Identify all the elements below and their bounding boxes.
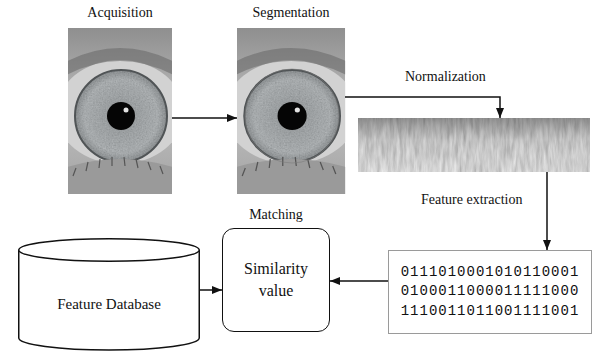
segmentation-boundaries bbox=[245, 69, 339, 163]
flow-arrow bbox=[546, 172, 548, 250]
flow-arrow bbox=[330, 280, 388, 282]
stage-label: Matching bbox=[249, 206, 303, 224]
stage-label: Normalization bbox=[405, 68, 486, 86]
feature-code-box: Feature extraction0111010001010110001 01… bbox=[388, 250, 592, 334]
stage-label: Acquisition bbox=[87, 4, 152, 22]
stage-label: Segmentation bbox=[253, 4, 330, 22]
flow-arrow bbox=[200, 289, 222, 291]
segmented-eye-photo bbox=[225, 28, 358, 194]
normalized-iris-strip bbox=[358, 118, 590, 172]
normalized-strip-frame: Normalization bbox=[358, 118, 590, 172]
eye-photo bbox=[56, 28, 184, 194]
binary-code: 0111010001010110001 0100011000011111000 … bbox=[395, 263, 585, 322]
database-cylinder: Feature Database bbox=[18, 238, 200, 350]
box-text: Feature Database bbox=[29, 295, 189, 315]
cylinder-outline bbox=[18, 238, 200, 350]
box-text: Similarity value bbox=[231, 258, 321, 301]
stage-label: Feature extraction bbox=[421, 191, 522, 209]
eye-photo-frame: Segmentation bbox=[237, 28, 345, 194]
flow-arrow bbox=[345, 97, 500, 118]
matching-box: MatchingSimilarity value bbox=[222, 228, 330, 332]
cylinder-body bbox=[19, 250, 200, 350]
flow-arrow bbox=[172, 117, 237, 119]
cylinder-top bbox=[19, 239, 200, 262]
eye-photo-frame: Acquisition bbox=[68, 28, 172, 194]
